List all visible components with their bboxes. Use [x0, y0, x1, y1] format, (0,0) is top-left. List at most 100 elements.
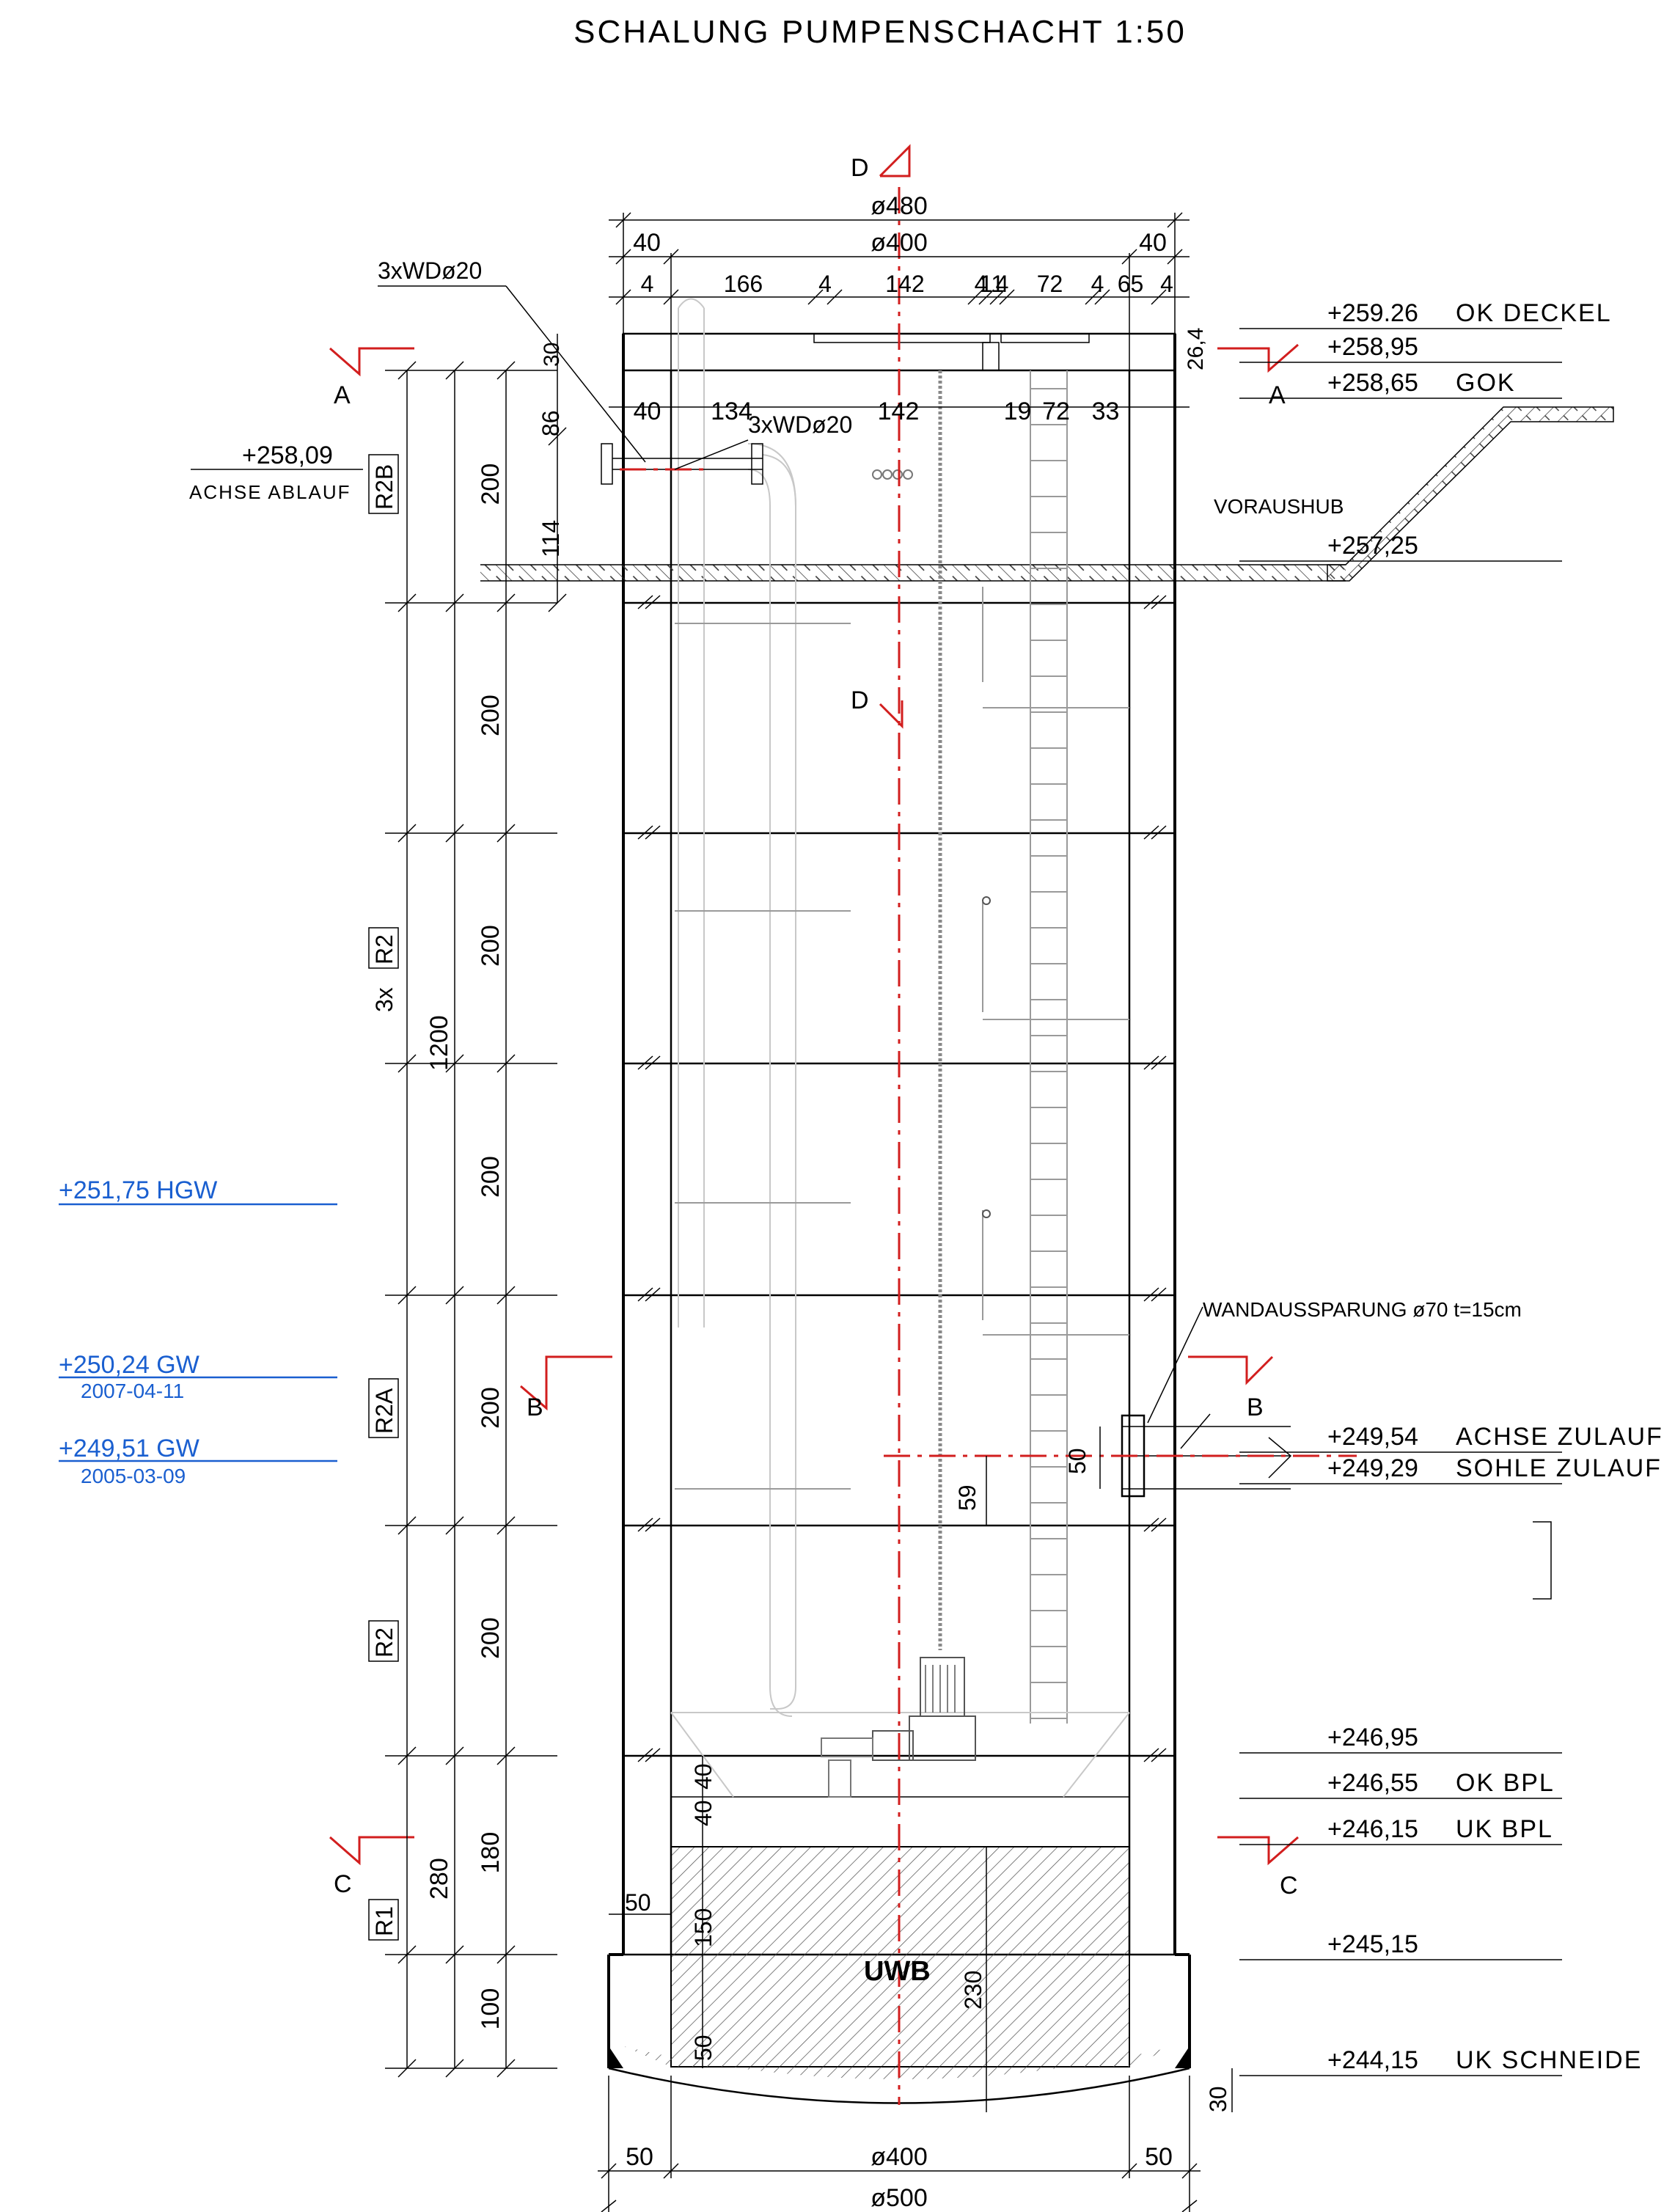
pipe-label-top: 3xWDø20 [378, 257, 482, 284]
dim-row3-tick [826, 289, 843, 305]
level-value: +246,15 [1327, 1815, 1418, 1843]
ring-label-r2-prefix: 3x [371, 987, 397, 1012]
label-inlet-59: 59 [954, 1484, 981, 1511]
level-ablauf-value: +258,09 [242, 442, 333, 469]
section-b-left: B [527, 1394, 543, 1421]
level-value: +245,15 [1327, 1930, 1418, 1958]
dim-segment-label: 100 [477, 1988, 505, 2030]
dim-row3-label: 4 [975, 271, 988, 297]
dim-inner-diameter: ø400 [871, 229, 928, 257]
dim-segment-label: 200 [477, 695, 505, 736]
bottom-inner-dims: 40 40 150 50 230 50 30 [609, 1756, 1233, 2112]
dim-row4-label: 134 [711, 398, 752, 425]
drawing-title: SCHALUNG PUMPENSCHACHT 1:50 [573, 14, 1187, 50]
dim-row4-label: 19 [1004, 398, 1032, 425]
level-label: UK SCHNEIDE [1456, 2046, 1642, 2074]
dim-tick [548, 427, 567, 446]
section-d-mid: D [851, 686, 869, 714]
dim-small-114: 114 [538, 520, 564, 557]
label-uwb: UWB [864, 1956, 931, 1987]
gw-2007-date: 2007-04-11 [81, 1380, 184, 1402]
ring-label-r1: R1 [371, 1906, 397, 1936]
ring-labels: R2B R2 3x R2A R2 R1 [368, 454, 399, 1941]
section-d-top: D [851, 154, 869, 182]
dim-wall-left: 40 [633, 229, 661, 257]
dim-row3-tick [1085, 289, 1101, 305]
dim-row3-label: 4 [1160, 271, 1173, 297]
right-levels: +259.26 OK DECKEL +258,95 +258,65 GOK +257,25… [1239, 299, 1663, 2076]
label-wandaussparung: WANDAUSSPARUNG ø70 t=15cm [1203, 1298, 1522, 1321]
dim-segment-label: 200 [477, 925, 505, 967]
outlet-pipe [601, 443, 763, 485]
dim-row3-label: 166 [724, 271, 763, 297]
ring-label-r2a: R2A [371, 1388, 397, 1434]
dim-wall-right: 40 [1139, 229, 1167, 257]
dim-row3-label: 4 [996, 271, 1009, 297]
bottom-dimensions: ø400 ø500 50 50 [598, 2076, 1201, 2212]
dim-row3-tick [807, 289, 824, 305]
interior-equipment [670, 298, 1130, 1798]
dim-bpl-40b: 40 [690, 1800, 716, 1826]
gw-2005-date: 2005-03-09 [81, 1465, 186, 1487]
dim-deckel-height: 26,4 [1184, 328, 1208, 370]
dim-row3-label: 4 [1091, 271, 1104, 297]
groundwater-levels: +251,75 HGW +250,24 GW 2007-04-11 +249,5… [59, 1176, 337, 1487]
gw-hgw-value: +251,75 HGW [59, 1176, 217, 1204]
dim-bpl-230: 230 [960, 1971, 986, 2010]
level-label: OK DECKEL [1456, 299, 1612, 327]
level-ablauf-label: ACHSE ABLAUF [189, 481, 351, 503]
pipe-labels: 3xWDø20 3xWDø20 [378, 257, 852, 470]
level-label: ACHSE ZULAUF [1456, 1423, 1663, 1451]
dim-row3-tick [1094, 289, 1110, 305]
dim-segment-label: 200 [477, 1387, 505, 1429]
dim-row3-tick [663, 289, 679, 305]
dim-segment-label: 200 [477, 464, 505, 505]
level-label: UK BPL [1456, 1815, 1553, 1843]
level-value: +244,15 [1327, 2046, 1418, 2074]
dim-segment-label: 200 [477, 1156, 505, 1198]
ring-label-r2-low: R2 [371, 1627, 397, 1658]
dim-bottom-right: 50 [1145, 2143, 1173, 2171]
dim-row3-label: 11 [980, 271, 1004, 297]
level-value: +258,65 [1327, 369, 1418, 397]
dim-tick [548, 593, 567, 612]
dim-row4-label: 142 [878, 398, 920, 425]
dim-row3-tick [615, 289, 631, 305]
level-value: +257,25 [1327, 532, 1418, 560]
dim-edge-30: 30 [1205, 2086, 1231, 2112]
level-value: +258,95 [1327, 333, 1418, 361]
dim-small-86: 86 [538, 410, 564, 436]
dim-segment-label: 200 [477, 1617, 505, 1659]
dim-bpl-40a: 40 [690, 1763, 716, 1790]
dim-row3-label: 142 [885, 271, 924, 297]
ground-lines [480, 406, 1614, 582]
dim-row4-label: 33 [1092, 398, 1120, 425]
dim-row3-label: 4 [818, 271, 832, 297]
dim-row3-tick [967, 289, 983, 305]
level-label: OK BPL [1456, 1769, 1555, 1797]
level-value: +259.26 [1327, 299, 1418, 327]
dim-bottom-inner: ø400 [871, 2143, 928, 2171]
dim-row3-tick [989, 289, 1005, 305]
ring-label-r2b: R2B [371, 464, 397, 510]
dim-row3-label: 72 [1037, 271, 1063, 297]
gw-2007-value: +250,24 GW [59, 1351, 199, 1379]
level-value: +249,54 [1327, 1423, 1418, 1451]
dim-bottom-left: 50 [626, 2143, 653, 2171]
pipe-label-mid: 3xWDø20 [748, 411, 852, 438]
section-markers: A A B B C C D D [329, 144, 1299, 1900]
level-value: +246,55 [1327, 1769, 1418, 1797]
level-ablauf: +258,09 ACHSE ABLAUF [189, 442, 363, 503]
dim-total-1200: 1200 [425, 1015, 453, 1071]
level-value: +246,95 [1327, 1724, 1418, 1751]
level-label: GOK [1456, 369, 1516, 397]
dim-bottom-outer: ø500 [871, 2184, 928, 2212]
dim-bpl-50: 50 [690, 2035, 716, 2061]
dim-wall-50-left: 50 [625, 1889, 651, 1916]
section-b-right: B [1247, 1394, 1264, 1421]
dim-total-280: 280 [425, 1858, 453, 1900]
dim-row3-label: 4 [641, 271, 654, 297]
